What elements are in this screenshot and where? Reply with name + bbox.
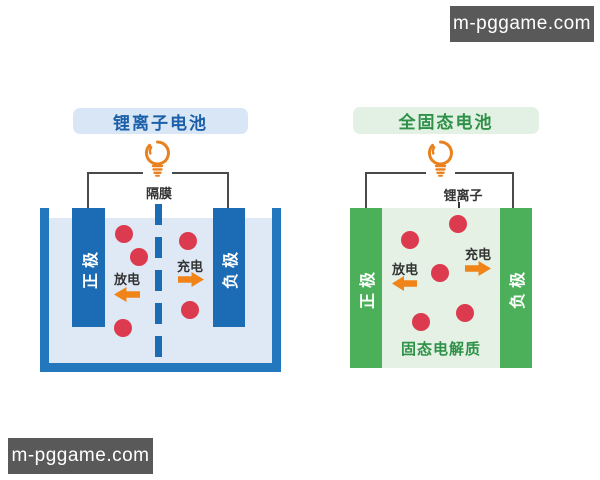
- lithium-ion-dot: [431, 264, 449, 282]
- wire: [87, 172, 143, 174]
- lithium-ion-dot: [181, 301, 199, 319]
- right-charge-label: 充电: [464, 246, 491, 262]
- left-positive-electrode-label: 正极: [82, 246, 100, 289]
- light-bulb-icon: [427, 140, 453, 177]
- wire: [365, 172, 367, 209]
- left-charge-label: 充电: [176, 259, 203, 274]
- lithium-ion-dot: [114, 319, 132, 337]
- lithium-ion-dot: [401, 231, 419, 249]
- lithium-ion-dot: [412, 313, 430, 331]
- right-positive-electrode: 正极: [350, 208, 382, 368]
- wire: [512, 172, 514, 209]
- watermark-bottom: m-pggame.com: [8, 438, 153, 474]
- container-wall-right: [272, 208, 281, 372]
- wire: [455, 172, 514, 174]
- right-positive-electrode-label: 正极: [360, 266, 378, 310]
- right-negative-electrode-label: 负极: [510, 266, 528, 310]
- left-positive-electrode: 正极: [72, 208, 105, 327]
- lithium-ion-dot: [449, 215, 467, 233]
- lithium-ion-dot: [115, 225, 133, 243]
- right-panel-title: 全固态电池: [353, 107, 539, 134]
- right-negative-electrode: 负极: [500, 208, 532, 368]
- solid-electrolyte-label: 固态电解质: [400, 341, 481, 358]
- separator-membrane: [155, 204, 162, 357]
- lithium-ion-dot: [179, 232, 197, 250]
- left-panel-title: 锂离子电池: [73, 108, 248, 134]
- wire: [365, 172, 426, 174]
- light-bulb-icon: [144, 140, 170, 177]
- wire: [172, 172, 229, 174]
- left-negative-electrode: 负极: [213, 208, 245, 327]
- lithium-ion-dot: [456, 304, 474, 322]
- wire: [87, 172, 89, 209]
- right-discharge-label: 放电: [391, 261, 418, 277]
- watermark-top: m-pggame.com: [450, 6, 594, 42]
- wire: [227, 172, 229, 209]
- lithium-ion-dot: [130, 248, 148, 266]
- separator-label: 隔膜: [145, 185, 172, 201]
- lithium-ion-label: 锂离子: [443, 188, 483, 203]
- container-wall-left: [40, 208, 49, 372]
- left-discharge-label: 放电: [113, 272, 140, 287]
- left-negative-electrode-label: 负极: [223, 246, 241, 289]
- container-bottom: [40, 363, 281, 372]
